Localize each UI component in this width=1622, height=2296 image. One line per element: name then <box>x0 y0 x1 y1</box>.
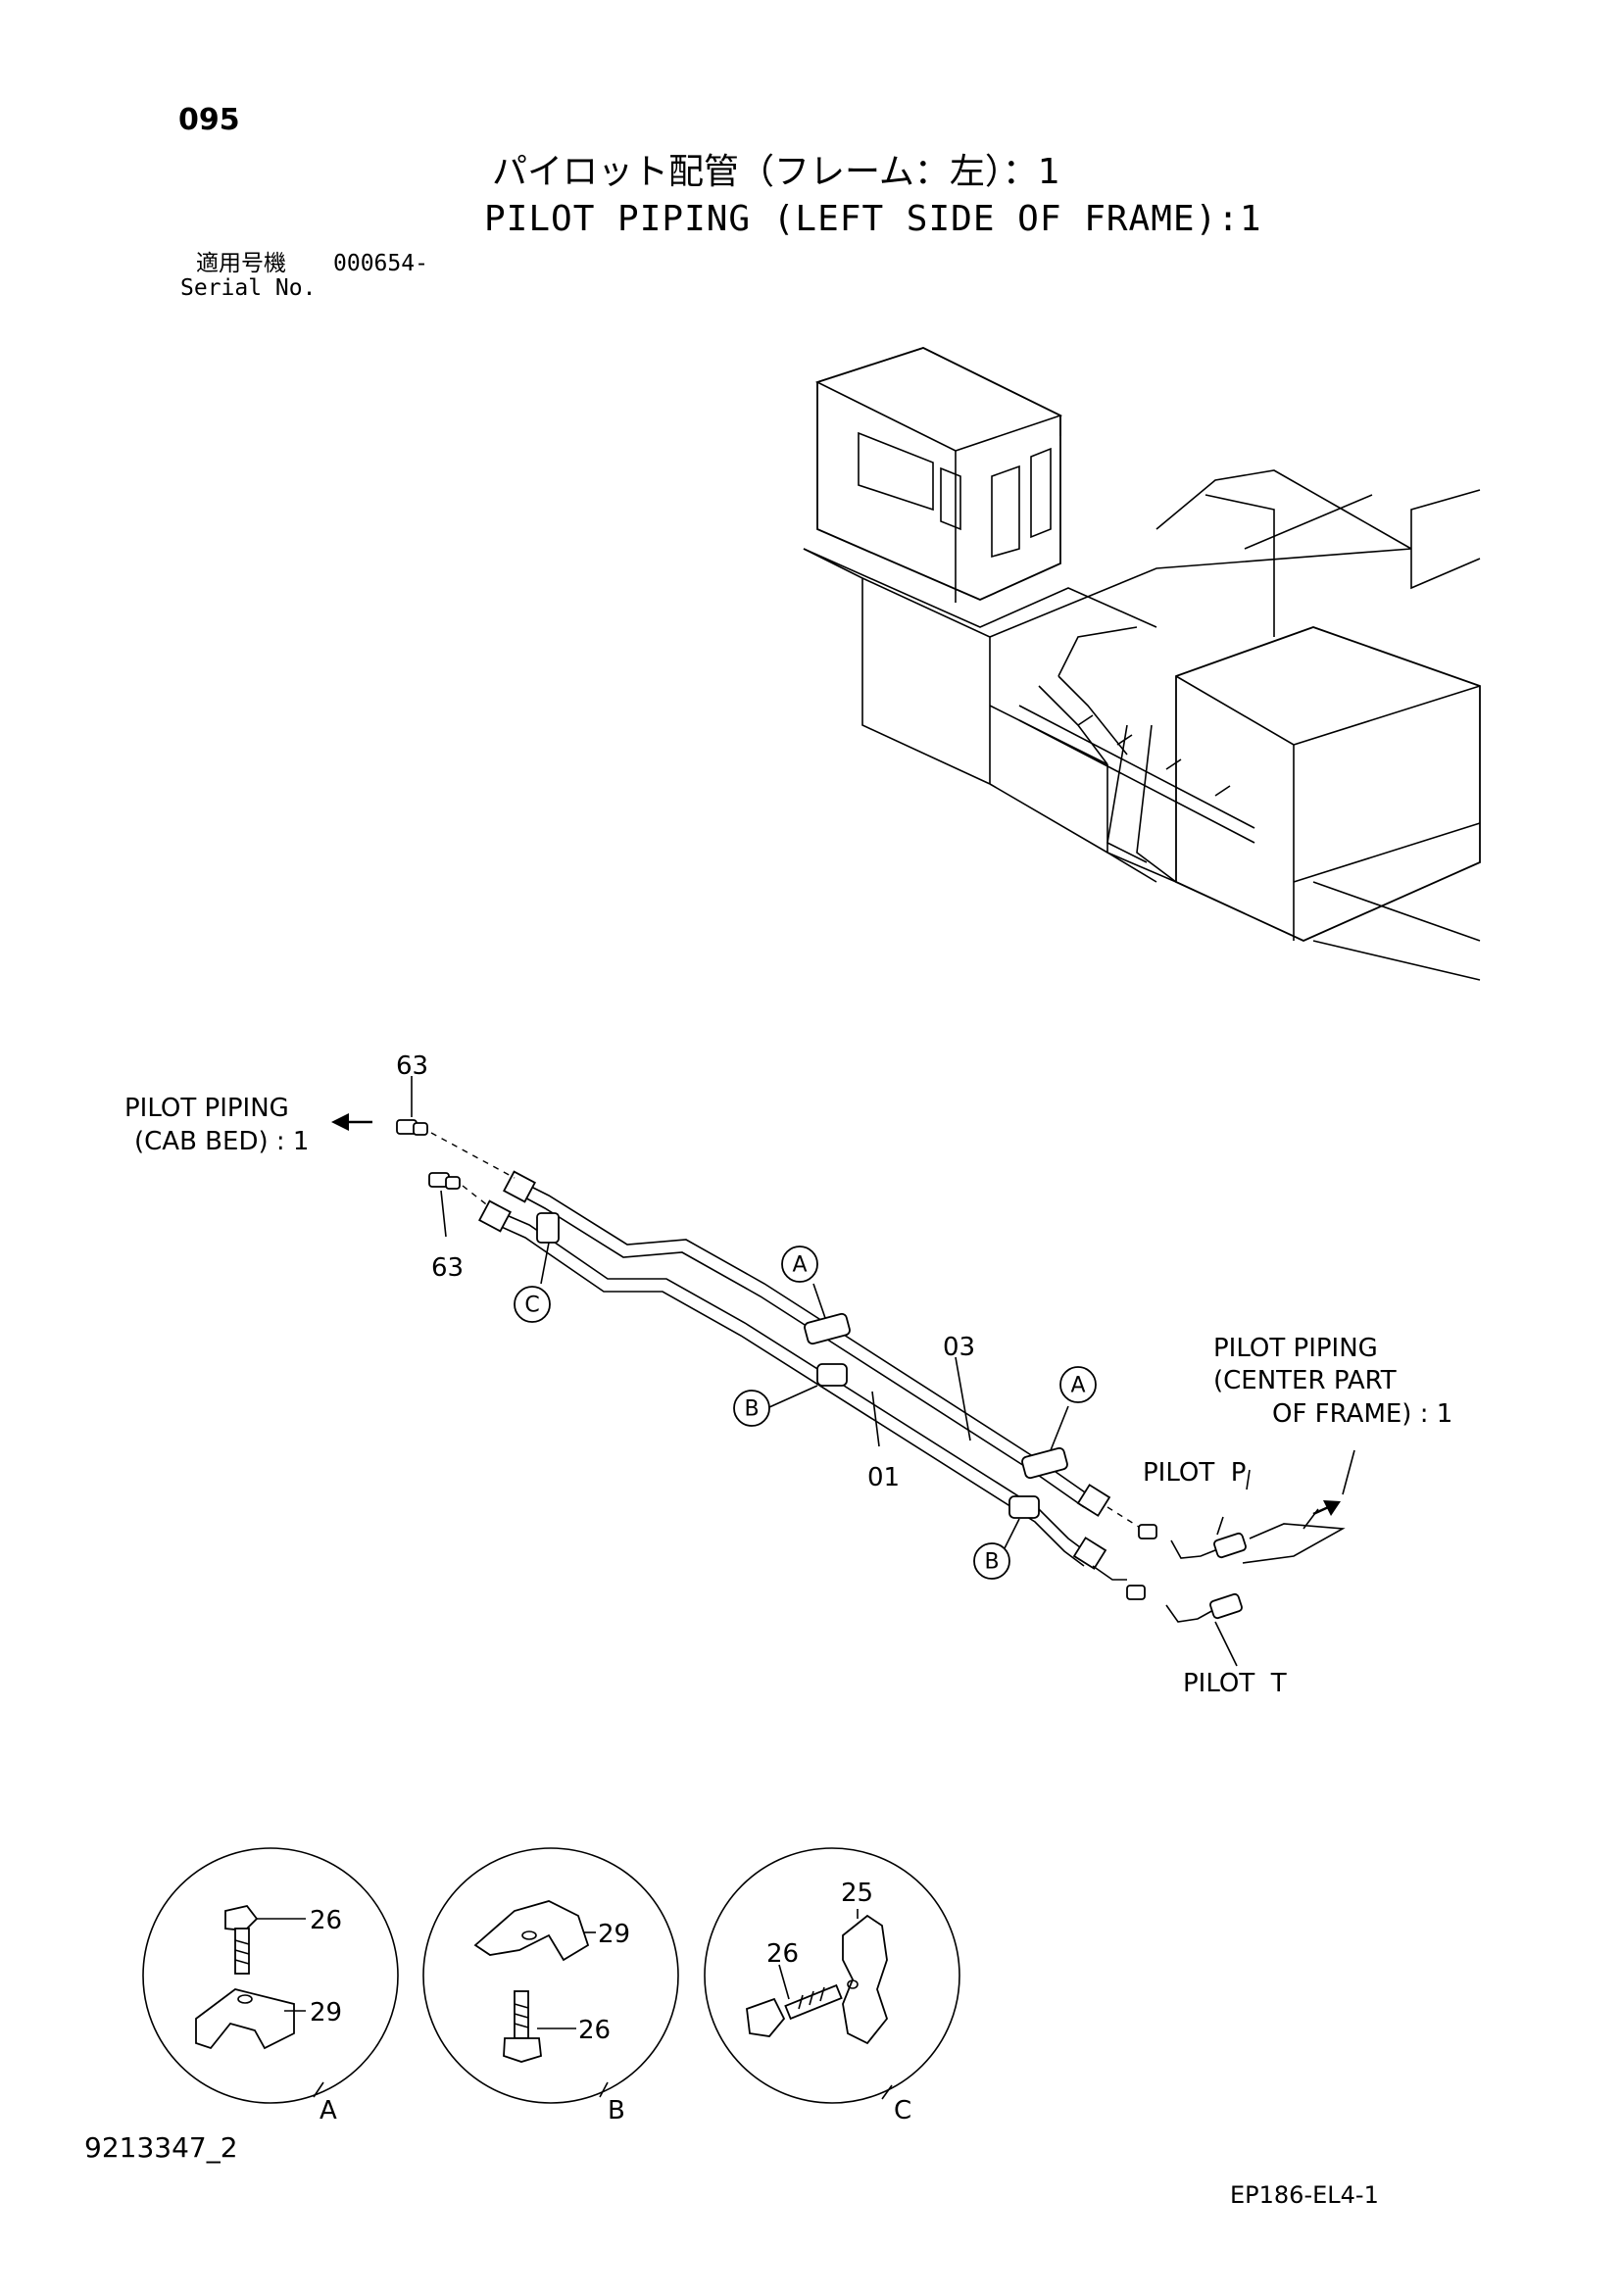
detail-c: 25 26 C <box>704 1847 960 2125</box>
serial-label-english: Serial No. <box>180 275 317 301</box>
detail-b-part-29: 29 <box>598 1920 630 1949</box>
pilot-t-label: PILOT T <box>1183 1669 1287 1698</box>
part-number-03: 03 <box>943 1333 975 1362</box>
right-reference-label-line3: OF FRAME) : 1 <box>1272 1399 1453 1429</box>
part-number-63-lower: 63 <box>431 1253 464 1283</box>
clamp-a-2 <box>1021 1446 1068 1480</box>
leader-lines <box>411 1076 1069 1549</box>
marker-b-left: B <box>733 1390 770 1427</box>
clamp-b-2 <box>1008 1495 1040 1519</box>
right-reference-label-line2: (CENTER PART <box>1213 1366 1397 1395</box>
part-number-63-upper: 63 <box>396 1051 428 1081</box>
svg-text:B: B <box>744 1397 759 1422</box>
svg-text:B: B <box>984 1550 999 1575</box>
page-number: 095 <box>178 103 240 137</box>
detail-b-part-26: 26 <box>578 2016 611 2045</box>
fitting-63-upper <box>396 1119 516 1179</box>
left-reference-arrow <box>331 1113 372 1131</box>
clamp-a-1 <box>804 1312 851 1345</box>
pilot-p-connector <box>1106 1506 1346 1564</box>
right-reference-label-line1: PILOT PIPING <box>1213 1334 1378 1363</box>
detail-c-letter: C <box>894 2096 911 2125</box>
detail-b-bolt <box>503 1990 542 2063</box>
fitting-63-lower <box>428 1172 491 1208</box>
marker-a-right: A <box>1059 1366 1097 1403</box>
detail-a-part-26: 26 <box>310 1906 342 1935</box>
marker-a-upper: A <box>781 1246 818 1283</box>
detail-b-letter: B <box>608 2096 625 2125</box>
serial-value: 000654- <box>333 251 428 276</box>
frame-pipe-detail <box>1018 626 1255 883</box>
right-reference-arrow <box>1246 1449 1355 1530</box>
page-title-japanese: パイロット配管（フレーム：左）：1 <box>492 152 1060 192</box>
detail-c-part-25: 25 <box>841 1879 873 1908</box>
svg-text:C: C <box>524 1294 539 1318</box>
detail-b-clamp <box>473 1900 590 1962</box>
cab-outline <box>814 347 1063 603</box>
detail-c-part-26: 26 <box>766 1939 799 1969</box>
detail-b: 29 26 B <box>422 1847 679 2125</box>
detail-a-bolt <box>224 1904 259 1975</box>
left-reference-label-line1: PILOT PIPING <box>124 1094 289 1123</box>
detail-c-bolt <box>746 1983 843 2037</box>
detail-a-part-29: 29 <box>310 1998 342 2027</box>
detail-a-clamp <box>195 1988 295 2050</box>
clamp-b-1 <box>816 1363 848 1387</box>
svg-text:A: A <box>792 1253 807 1278</box>
marker-b-right: B <box>973 1542 1010 1580</box>
pilot-p-label: PILOT P <box>1143 1458 1247 1488</box>
marker-c: C <box>514 1286 551 1323</box>
detail-c-clamp <box>842 1914 889 2045</box>
serial-label-japanese: 適用号機 <box>196 251 286 276</box>
detail-a-letter: A <box>319 2096 337 2125</box>
clamp-c <box>536 1212 560 1244</box>
pilot-t-connector <box>1092 1565 1243 1667</box>
drawing-id: 9213347_2 <box>84 2131 238 2164</box>
page-title-english: PILOT PIPING (LEFT SIDE OF FRAME):1 <box>484 199 1262 239</box>
pipe-end-sleeves <box>478 1170 1111 1570</box>
reference-code: EP186-EL4-1 <box>1230 2181 1379 2209</box>
detail-a: 26 29 A <box>142 1847 399 2125</box>
frame-body-outline <box>803 469 1481 981</box>
part-number-01: 01 <box>867 1463 900 1492</box>
left-reference-label-line2: (CAB BED) : 1 <box>134 1127 310 1156</box>
svg-text:A: A <box>1070 1374 1085 1398</box>
